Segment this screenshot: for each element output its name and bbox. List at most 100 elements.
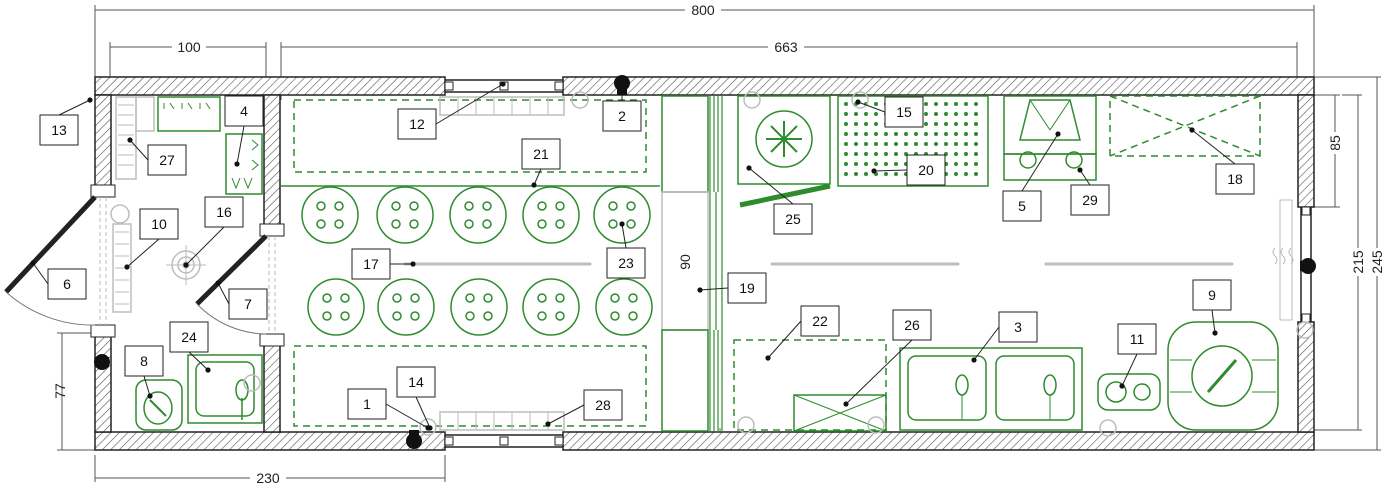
- callout-3: 3: [971, 311, 1038, 363]
- callout-25: 25: [746, 165, 813, 235]
- callout-leader: [58, 99, 91, 116]
- callout-box: [998, 311, 1038, 343]
- callout-leader: [973, 326, 1000, 361]
- callout-29: 29: [1070, 167, 1110, 216]
- dim-inner-width: 663: [774, 39, 798, 55]
- main-room-left: [281, 91, 723, 436]
- callout-dot: [427, 425, 433, 431]
- main-room-right: [733, 91, 1314, 437]
- walls: [90, 76, 1315, 451]
- callout-17: 17: [351, 248, 416, 280]
- left-room: [110, 96, 263, 431]
- round-tub: [449, 186, 507, 244]
- callout-18: 18: [1189, 127, 1255, 195]
- callout-dot: [531, 182, 537, 188]
- callout-leader: [143, 375, 151, 397]
- callout-leader: [236, 125, 245, 165]
- callout-9: 9: [1192, 279, 1232, 336]
- callout-22: 22: [765, 305, 840, 361]
- callout-box: [1117, 323, 1157, 355]
- callout-label: 21: [533, 146, 549, 162]
- dim-door-height: 215: [1350, 250, 1366, 274]
- callout-16: 16: [183, 196, 244, 268]
- callout-leader: [767, 320, 802, 359]
- callout-label: 7: [244, 296, 252, 312]
- callout-8: 8: [124, 345, 164, 399]
- callout-box: [204, 196, 244, 228]
- callout-4: 4: [224, 95, 264, 167]
- callout-label: 4: [240, 103, 248, 119]
- callout-leader: [873, 169, 908, 172]
- callout-20: 20: [871, 154, 946, 186]
- callout-label: 1: [363, 396, 371, 412]
- callout-label: 19: [739, 280, 755, 296]
- callout-label: 28: [595, 397, 611, 413]
- callout-dot: [619, 221, 625, 227]
- callout-box: [521, 138, 561, 170]
- dim-left-block-width: 230: [256, 470, 280, 486]
- callout-7: 7: [215, 280, 268, 320]
- round-tub: [593, 186, 651, 244]
- callout-dot: [205, 367, 211, 373]
- callout-dot: [215, 280, 221, 286]
- callout-label: 22: [812, 313, 828, 329]
- callout-label: 2: [618, 108, 626, 124]
- callout-23: 23: [606, 221, 646, 279]
- callout-box: [347, 388, 387, 420]
- callout-dot: [1189, 127, 1195, 133]
- callout-label: 26: [904, 317, 920, 333]
- round-tub: [377, 278, 435, 336]
- callout-label: 11: [1130, 331, 1145, 347]
- round-tub: [376, 186, 434, 244]
- callout-box: [351, 248, 391, 280]
- callout-box: [39, 114, 79, 146]
- callout-label: 13: [51, 122, 67, 138]
- callout-13: 13: [39, 97, 93, 146]
- callout-dot: [697, 287, 703, 293]
- callout-box: [124, 345, 164, 377]
- callout-label: 6: [63, 276, 71, 292]
- callout-label: 8: [140, 353, 148, 369]
- callout-box: [47, 268, 87, 300]
- callout-leader: [32, 262, 49, 285]
- callout-box: [884, 96, 924, 128]
- callout-box: [583, 389, 623, 421]
- callout-dot: [545, 421, 551, 427]
- dim-window-height: 85: [1327, 135, 1343, 151]
- callout-dot: [87, 97, 93, 103]
- callout-leader: [126, 238, 160, 268]
- round-tub: [450, 278, 508, 336]
- callout-label: 23: [618, 255, 634, 271]
- callout-label: 12: [409, 116, 425, 132]
- wall-fittings: [94, 75, 1316, 449]
- callout-dot: [500, 81, 506, 87]
- callout-label: 20: [918, 162, 934, 178]
- round-tubs: [301, 186, 653, 336]
- callout-leader: [621, 223, 627, 249]
- callout-label: 25: [785, 211, 801, 227]
- callout-dot: [855, 99, 861, 105]
- callout-dot: [127, 137, 133, 143]
- callout-leader: [185, 226, 225, 266]
- callout-dot: [843, 401, 849, 407]
- callout-leader: [1079, 169, 1091, 186]
- callout-leader: [845, 339, 913, 405]
- callout-leader: [1121, 353, 1138, 387]
- callout-label: 15: [896, 104, 912, 120]
- callout-dot: [1212, 330, 1218, 336]
- callout-5: 5: [1002, 131, 1061, 222]
- callout-label: 3: [1014, 319, 1022, 335]
- dim-small-room-width: 100: [177, 39, 201, 55]
- callout-leader: [547, 404, 585, 425]
- callout-leader: [415, 396, 431, 429]
- callout-label: 29: [1082, 192, 1098, 208]
- callout-label: 16: [216, 204, 232, 220]
- callout-box: [397, 108, 437, 140]
- callout-27: 27: [127, 137, 187, 176]
- callout-leader: [129, 139, 149, 161]
- callout-box: [606, 247, 646, 279]
- callout-leader: [1211, 309, 1216, 334]
- callout-28: 28: [545, 389, 623, 427]
- callout-dot: [871, 168, 877, 174]
